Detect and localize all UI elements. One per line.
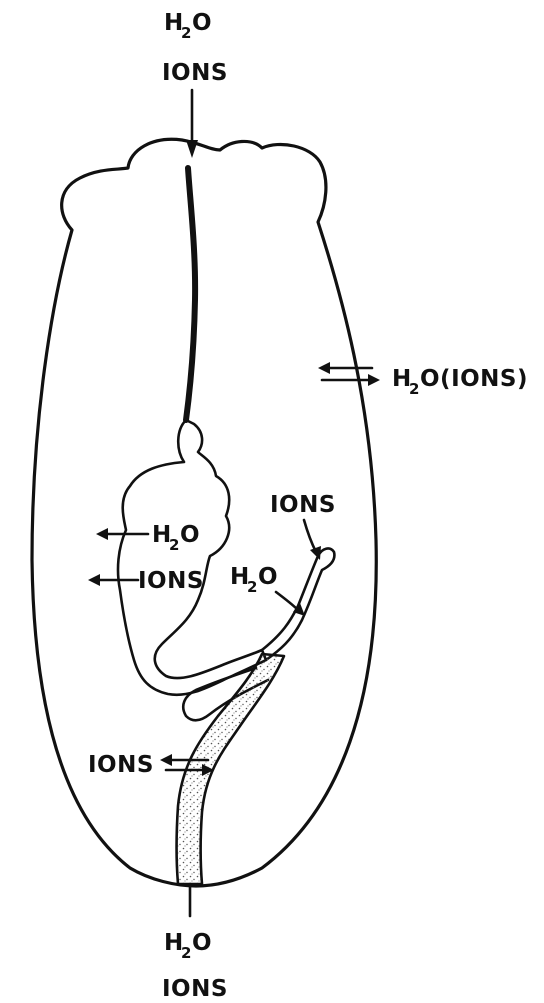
bottom-ions-label: IONS (162, 976, 228, 1002)
bottom-water-label: H 2 O (164, 930, 212, 962)
tubule-water-arrow (276, 592, 305, 616)
bladder-ions-label: IONS (138, 568, 204, 594)
body-wall-exchange-arrows (318, 362, 380, 386)
svg-text:O(IONS): O(IONS) (420, 366, 528, 392)
svg-text:2: 2 (181, 24, 191, 42)
tubule-ions-arrow (304, 520, 321, 560)
top-ions-label: IONS (162, 60, 228, 86)
top-water-label: H 2 O (164, 10, 212, 42)
svg-text:2: 2 (247, 578, 257, 596)
pharynx-tube (186, 168, 195, 420)
svg-text:2: 2 (409, 380, 419, 398)
bladder-ions-arrow (88, 574, 138, 586)
svg-text:O: O (180, 522, 200, 548)
bladder-water-label: H 2 O (152, 522, 200, 554)
intestine-ions-label: IONS (88, 752, 154, 778)
svg-text:O: O (192, 10, 212, 36)
svg-text:O: O (258, 564, 278, 590)
top-inflow-arrow (186, 90, 198, 158)
svg-text:2: 2 (181, 944, 191, 962)
bladder-outline (118, 420, 266, 695)
tubule-ions-label: IONS (270, 492, 336, 518)
svg-text:2: 2 (169, 536, 179, 554)
tubule-water-label: H 2 O (230, 564, 278, 596)
body-wall-water-label: H 2 O(IONS) (392, 366, 528, 398)
svg-text:O: O (192, 930, 212, 956)
